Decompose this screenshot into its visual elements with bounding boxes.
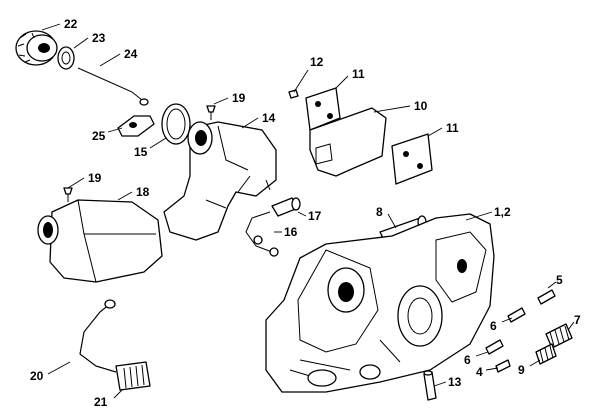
part-14-handle [163,121,277,241]
part-21-filter [115,361,151,391]
callout-13: 13 [448,375,462,389]
callout-labels: 22 23 24 25 15 19 14 12 11 10 11 19 18 1… [30,17,581,409]
part-4-pin [495,359,511,373]
callout-14: 14 [262,111,276,125]
callout-16: 16 [284,225,298,239]
callout-20: 20 [30,369,44,383]
callout-4: 4 [476,365,483,379]
callout-21: 21 [94,395,108,409]
callout-22: 22 [64,17,78,31]
callout-6-lower: 6 [464,353,471,367]
part-5-pin [537,289,556,305]
part-16-line [245,211,279,257]
callout-7: 7 [574,313,581,327]
part-23-washer [57,46,75,70]
part-24-rod [77,67,149,106]
callout-17: 17 [308,209,322,223]
callout-9: 9 [518,363,525,377]
part-22-cap [15,30,58,66]
part-17-fitting [271,197,301,217]
callout-19-upper: 19 [232,91,246,105]
part-13-plug [423,370,437,401]
callout-19-lower: 19 [88,171,102,185]
callout-12: 12 [310,55,324,69]
part-7-spring [545,323,573,349]
part-20-hose [79,299,117,373]
callout-24: 24 [124,47,138,61]
callout-5: 5 [556,273,563,287]
part-11-plate-upper [305,87,341,131]
leader-lines [41,23,575,399]
part-11-plate-lower [391,133,433,185]
callout-15: 15 [134,145,148,159]
callout-10: 10 [414,99,428,113]
callout-6-upper: 6 [490,319,497,333]
part-15-ring [161,103,191,145]
callout-11-lower: 11 [446,121,459,135]
callout-25: 25 [92,129,106,143]
part-12-screw [288,89,299,99]
part-19-screw-lower [63,187,73,202]
part-1-2-crankcase [265,213,495,393]
part-25-bracket [117,115,155,137]
callout-8: 8 [376,205,383,219]
part-6-pin-upper [507,307,526,323]
callout-23: 23 [92,31,106,45]
part-18-housing [37,199,163,283]
callout-11-upper: 11 [352,67,365,81]
callout-1-2: 1,2 [494,205,511,219]
part-9-insert [535,343,557,365]
part-6-pin-lower [485,339,504,355]
callout-18: 18 [136,185,150,199]
part-19-screw-upper [206,105,216,120]
